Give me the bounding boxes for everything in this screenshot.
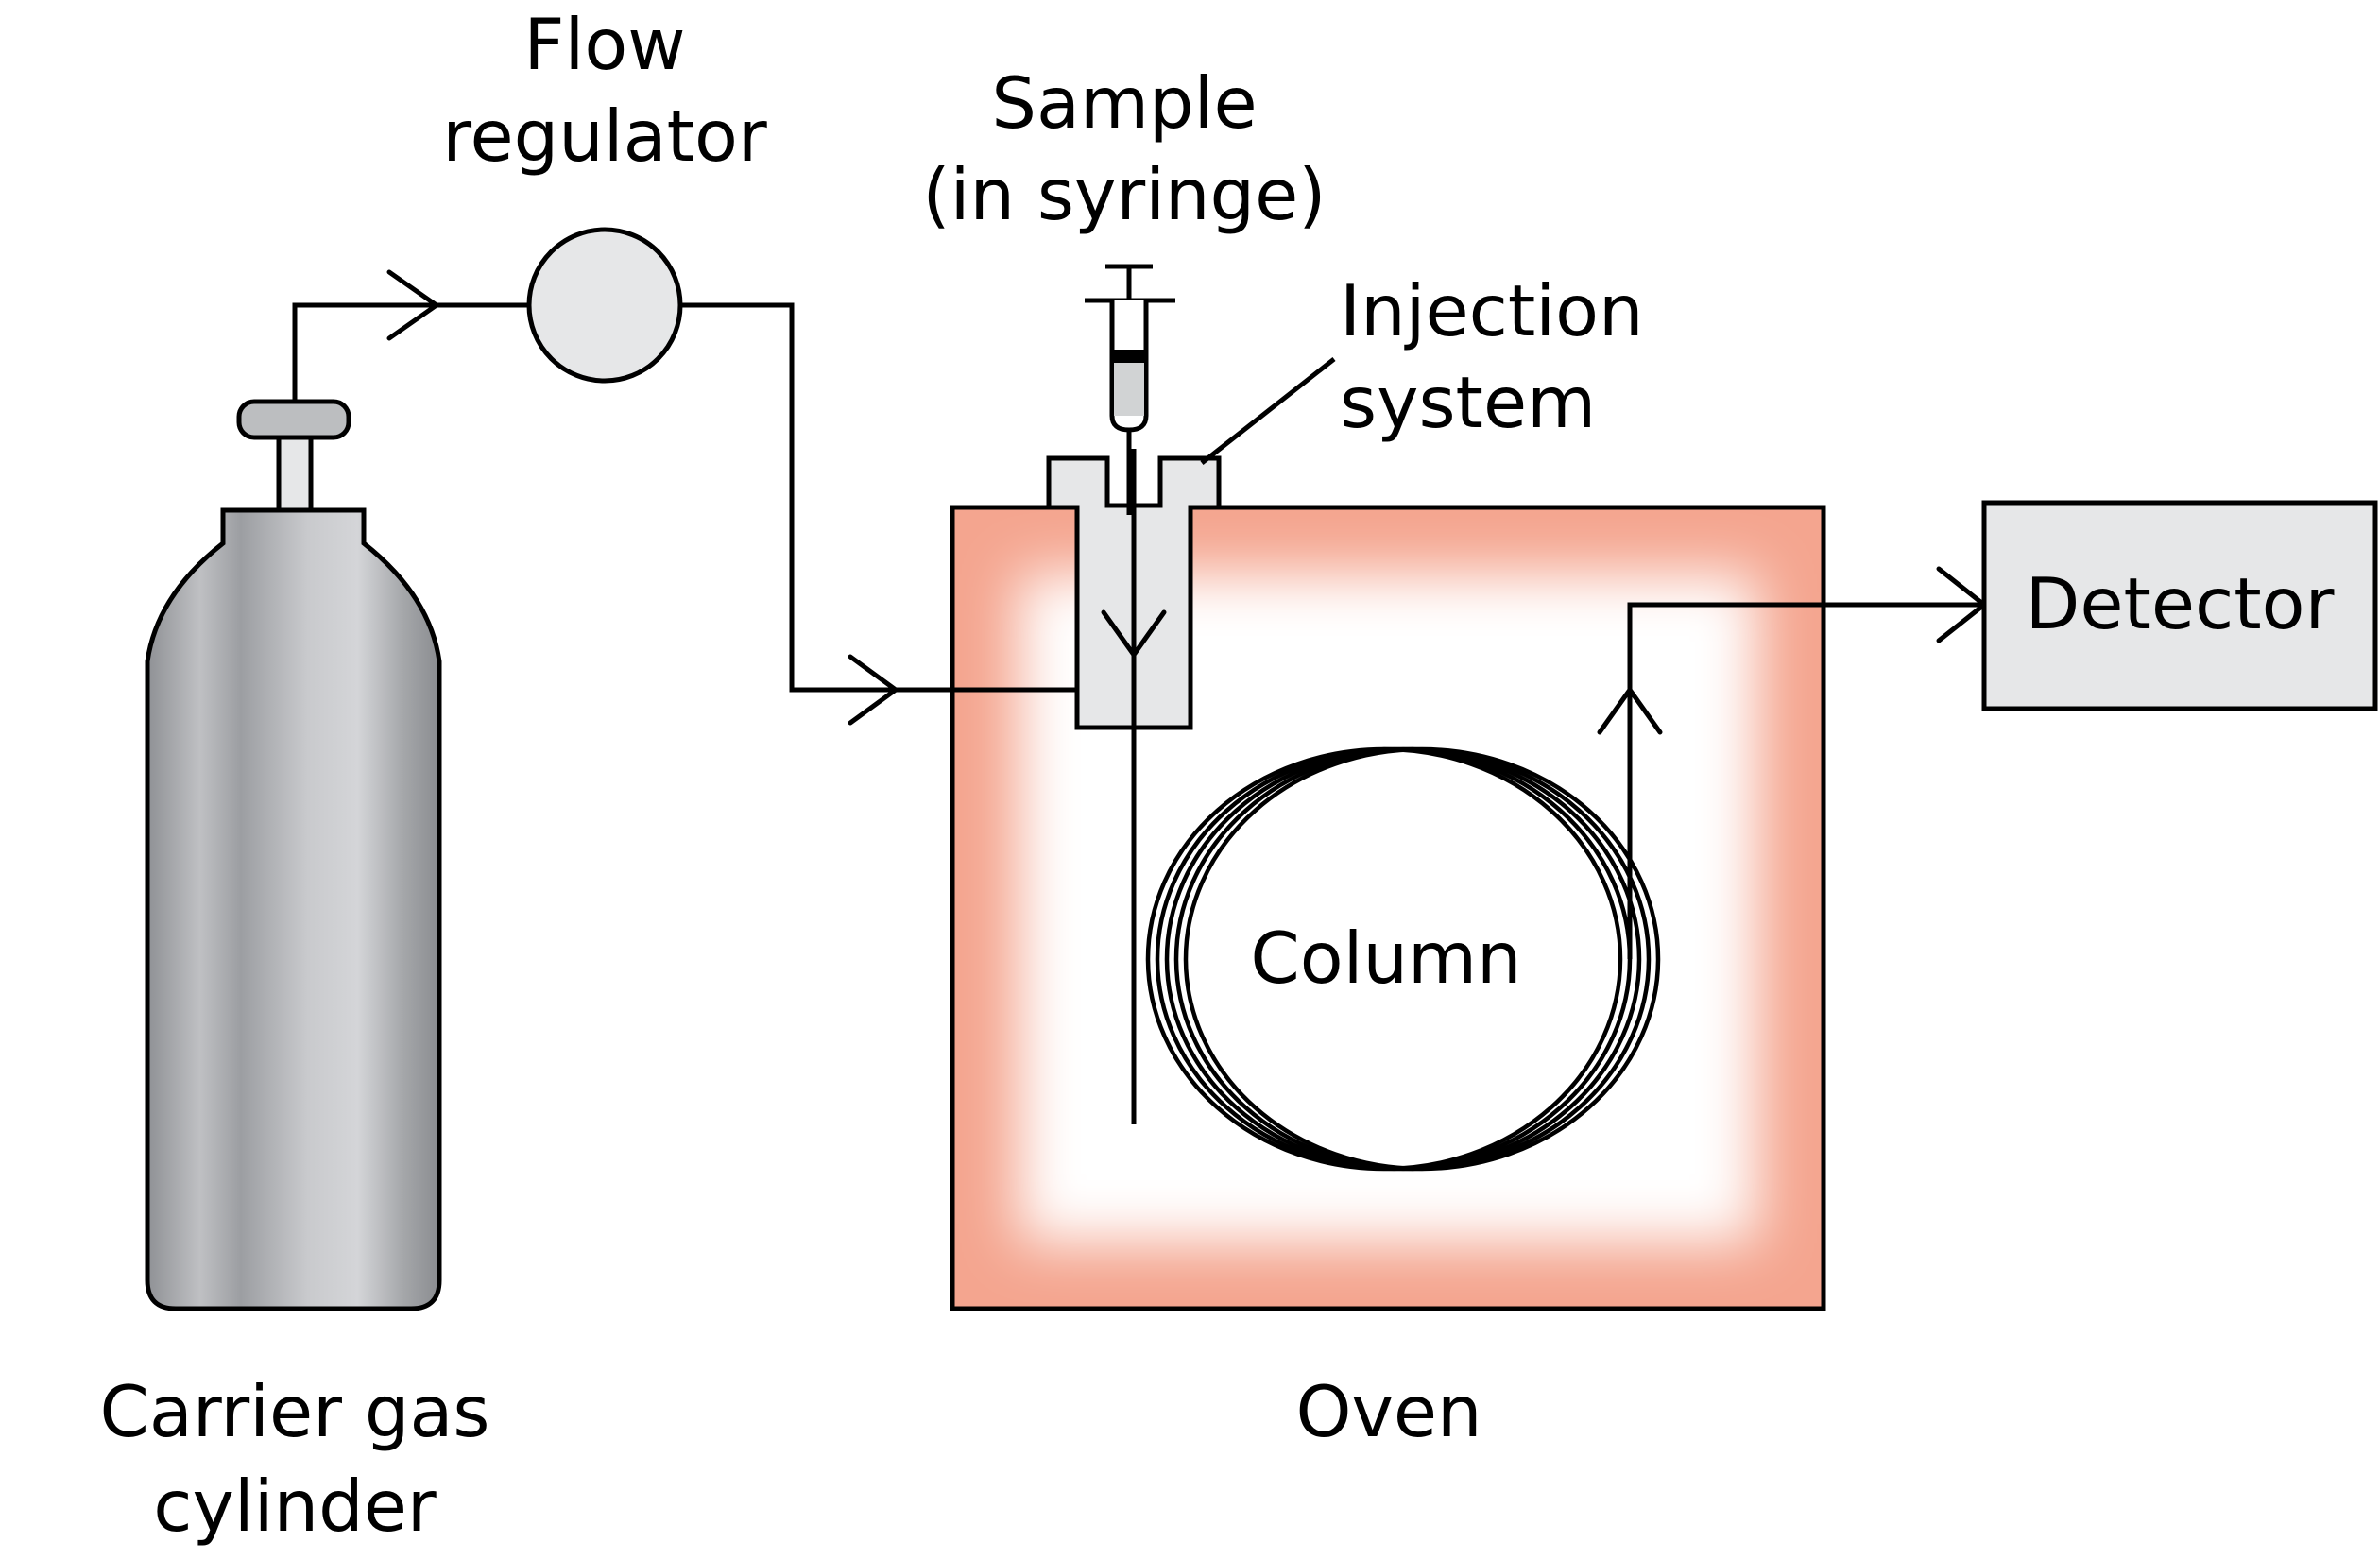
cylinder-body xyxy=(145,507,442,1311)
oven-label: Oven xyxy=(1295,1370,1481,1453)
column-coil xyxy=(1145,566,1987,1172)
syringe-sample-liquid xyxy=(1114,363,1144,416)
pipe-regulator-to-injector xyxy=(678,302,1134,693)
column-coil-loop xyxy=(1183,746,1661,1172)
labels: Flow regulator Sample (in syringe) Injec… xyxy=(100,3,2335,1548)
carrier-gas-cylinder xyxy=(145,399,442,1311)
carrier-gas-label-line2: cylinder xyxy=(153,1465,437,1548)
flow-arrow-to-injector xyxy=(848,654,899,726)
column-label: Column xyxy=(1250,917,1521,1000)
flow-arrow-down-injector xyxy=(1101,609,1167,658)
oven-border xyxy=(950,505,1826,1311)
sample-label-line1: Sample xyxy=(991,61,1257,145)
pipe-cylinder-to-regulator xyxy=(292,302,531,402)
injection-system-label-line1: Injection xyxy=(1340,269,1644,352)
detector-box xyxy=(1981,500,2378,711)
injection-system xyxy=(1046,357,1336,1124)
flow-arrow-to-regulator xyxy=(386,269,439,341)
cylinder-valve-stem xyxy=(276,435,314,513)
injection-system-leader-line xyxy=(1200,357,1336,465)
syringe-plunger-seal xyxy=(1114,350,1144,363)
cylinder-valve-knob xyxy=(236,399,351,440)
detector-label: Detector xyxy=(2026,562,2335,645)
injection-system-label-line2: system xyxy=(1340,361,1596,444)
flow-regulator-label-line1: Flow xyxy=(523,3,685,86)
syringe xyxy=(1085,264,1175,515)
flow-regulator xyxy=(526,227,683,384)
flow-regulator-label-line2: regulator xyxy=(442,94,767,178)
sample-label-line2: (in syringe) xyxy=(922,153,1326,236)
gas-line xyxy=(292,269,1134,726)
carrier-gas-label-line1: Carrier gas xyxy=(100,1370,490,1453)
flow-arrow-column-outlet xyxy=(1597,687,1663,735)
pipe-column-to-detector xyxy=(1627,602,1984,959)
